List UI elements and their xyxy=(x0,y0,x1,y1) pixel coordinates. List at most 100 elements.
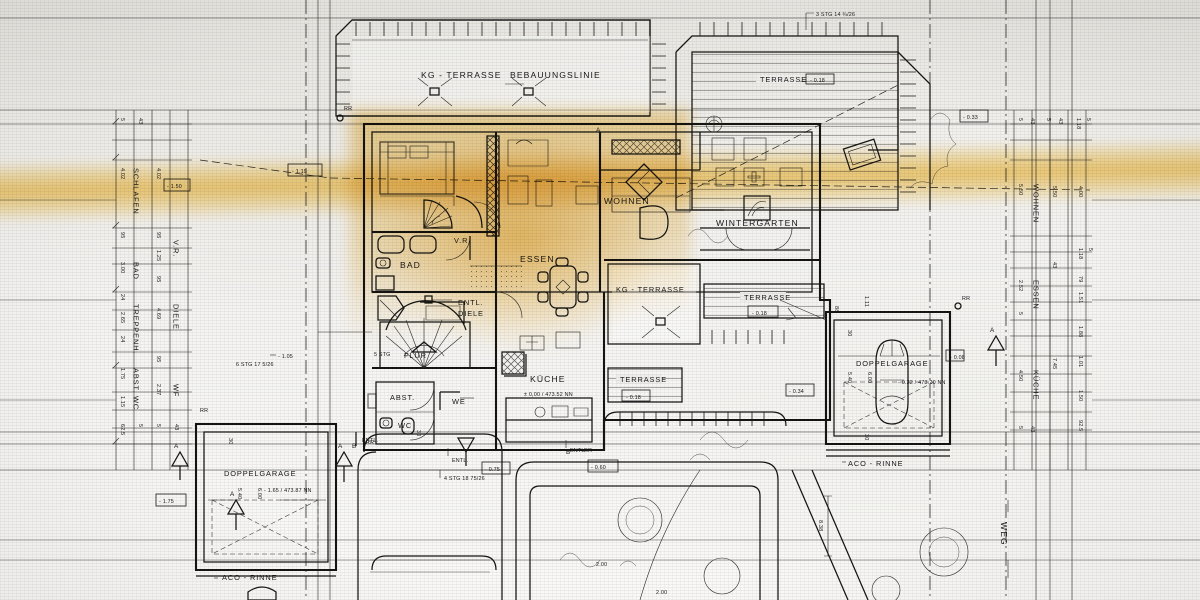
dim-left-9: 4.69 xyxy=(155,308,161,319)
dim-left-13: 95 xyxy=(155,356,161,362)
dim-right-10: 43 xyxy=(1051,262,1057,268)
room-label-abst: ABST. xyxy=(390,393,415,402)
room-label-bad: BAD xyxy=(400,260,421,270)
terrasse-low-block xyxy=(607,367,683,403)
terrace-edge-ticks xyxy=(355,22,637,36)
dim-right-19: 43 xyxy=(1029,426,1035,432)
dim-right-7: 79 xyxy=(1077,276,1083,282)
dim-left-17: 5 xyxy=(137,424,143,427)
dim-right-12: 1.88 xyxy=(1077,326,1083,337)
dim-left-15: 2.37 xyxy=(155,384,161,395)
entl-label-3: ENTL. xyxy=(452,458,468,464)
kg-terrasse-top-block xyxy=(335,19,666,117)
path-label-weg: WEG xyxy=(999,522,1009,546)
site-garden xyxy=(247,112,969,600)
dim-right-2: 1.18 xyxy=(1075,118,1081,129)
entl-label-4: ENTL. xyxy=(362,438,378,444)
dim-right-11: 5 xyxy=(1017,312,1023,315)
dim-int-2: 1.11 xyxy=(863,296,869,307)
section-mark-a-left-top: A xyxy=(170,443,190,480)
site-dimension: 8.38 xyxy=(817,520,823,531)
dim-left-7: 3.00 xyxy=(119,262,125,273)
level-m075: - 0.75 xyxy=(485,467,500,473)
dim-int-3: 88 xyxy=(833,306,839,312)
dimension-chain-left xyxy=(112,110,192,470)
dim-right-room-wohnen: WOHNEN xyxy=(1032,184,1041,223)
svg-text:A: A xyxy=(596,127,601,134)
section-marks: A A A A B B xyxy=(170,127,1006,530)
room-label-bebauungslinie: BEBAUUNGSLINIE xyxy=(510,70,601,80)
dim-left-18: 5 xyxy=(155,424,161,427)
dim-garage-left-top: 30 xyxy=(227,438,233,444)
garage-left-dim-width: 5.40 xyxy=(236,488,242,499)
dim-left-11: 24 xyxy=(119,336,125,342)
room-label-kg-terrasse-mid: KG - TERRASSE xyxy=(616,285,685,294)
dim-right-15: 1.01 xyxy=(1077,356,1083,367)
dim-left-0b: 43 xyxy=(137,118,143,124)
aco-rinne-right: ACO - RINNE xyxy=(848,459,903,468)
section-mark-b-left: B xyxy=(352,432,357,450)
room-label-entl-1: ENTL. xyxy=(458,298,483,307)
room-label-essen: ESSEN xyxy=(520,254,555,264)
dim-left-room-wf: WF xyxy=(172,384,181,397)
dining-table-furniture xyxy=(537,257,589,317)
stair-note-flur: 5 STG xyxy=(374,352,391,358)
level-terrasse-mid: - 0.18 xyxy=(752,311,767,317)
dim-garage-right-top: 30 xyxy=(415,430,421,436)
rr-5: RR xyxy=(584,448,592,454)
rr-2: RR xyxy=(200,408,208,414)
room-label-terrasse-top: TERRASSE xyxy=(760,75,807,84)
dim-left-room-treppenh: TREPPENH. xyxy=(132,304,141,354)
rr-3: RR xyxy=(962,296,970,302)
garage-right-dim-depth: 6.00 xyxy=(866,372,872,383)
section-mark-a-right: A xyxy=(986,327,1006,366)
room-label-diele: DIELE xyxy=(458,309,484,318)
dim-left-8: 2.65 xyxy=(119,312,125,323)
section-mark-a-mid: A xyxy=(334,443,354,482)
garage-level-left: - 1.65 / 473.87 NN xyxy=(264,488,312,494)
downpipe-markers: RR RR RR RR RR xyxy=(200,106,970,454)
level-terrasse-top: - 0.18 xyxy=(810,78,825,84)
dim-left-room-vr: V.R. xyxy=(172,240,181,257)
bathroom-fixtures xyxy=(375,235,471,369)
room-label-kueche: KÜCHE xyxy=(530,374,566,384)
level-m008: - 0.08 xyxy=(950,355,965,361)
room-label-wohnen: WOHNEN xyxy=(604,196,650,206)
dim-right-8: 2.52 xyxy=(1017,280,1023,291)
dim-int-1: 30 xyxy=(863,434,869,440)
garage-label-left: DOPPELGARAGE xyxy=(224,469,296,478)
dim-right-13: 4.50 xyxy=(1017,370,1023,381)
kg-terrasse-mid-block xyxy=(607,263,701,345)
level-m034: - 0.34 xyxy=(789,389,804,395)
room-label-kg-terrasse-top: KG - TERRASSE xyxy=(421,70,502,80)
garage-label-right: DOPPELGARAGE xyxy=(856,359,928,368)
level-terrasse-low: - 0.18 xyxy=(626,395,641,401)
dim-right-9: 1.51 xyxy=(1077,292,1083,303)
dimension-chain-right xyxy=(1010,110,1092,470)
svg-text:A: A xyxy=(174,443,179,450)
dim-int-0: 30 xyxy=(846,330,852,336)
dim-left-1: 4.02 xyxy=(119,168,125,179)
terrace-drain-symbol xyxy=(417,77,453,107)
room-label-wc: WC xyxy=(398,421,412,430)
dim-right-16: 1.50 xyxy=(1077,390,1083,401)
garage-left xyxy=(194,422,338,572)
aco-rinne-left: ACO - RINNE xyxy=(222,573,277,582)
room-label-we: WE xyxy=(452,397,466,406)
dim-right-5: 4.00 xyxy=(1077,186,1083,197)
section-mark-b-right: B xyxy=(566,449,570,456)
level-m033: - 0.33 xyxy=(963,115,978,121)
dim-left-room-schlafen: SCHLAFEN xyxy=(132,168,141,215)
dim-left-room-abst: ABST. xyxy=(132,368,141,393)
rr-4: RR xyxy=(366,440,374,446)
dim-right-6b: 5 xyxy=(1087,248,1093,251)
wc-fixtures xyxy=(367,381,460,445)
section-mark-a-left-bottom: A xyxy=(226,491,246,530)
dim-left-4: 95 xyxy=(155,232,161,238)
svg-text:A: A xyxy=(990,327,995,334)
section-mark-arrow-bottom xyxy=(456,437,476,466)
car-icon xyxy=(875,339,909,425)
level-kueche: ± 0,00 / 473.52 NN xyxy=(524,392,573,398)
level-m105: - 1.05 xyxy=(278,354,293,360)
